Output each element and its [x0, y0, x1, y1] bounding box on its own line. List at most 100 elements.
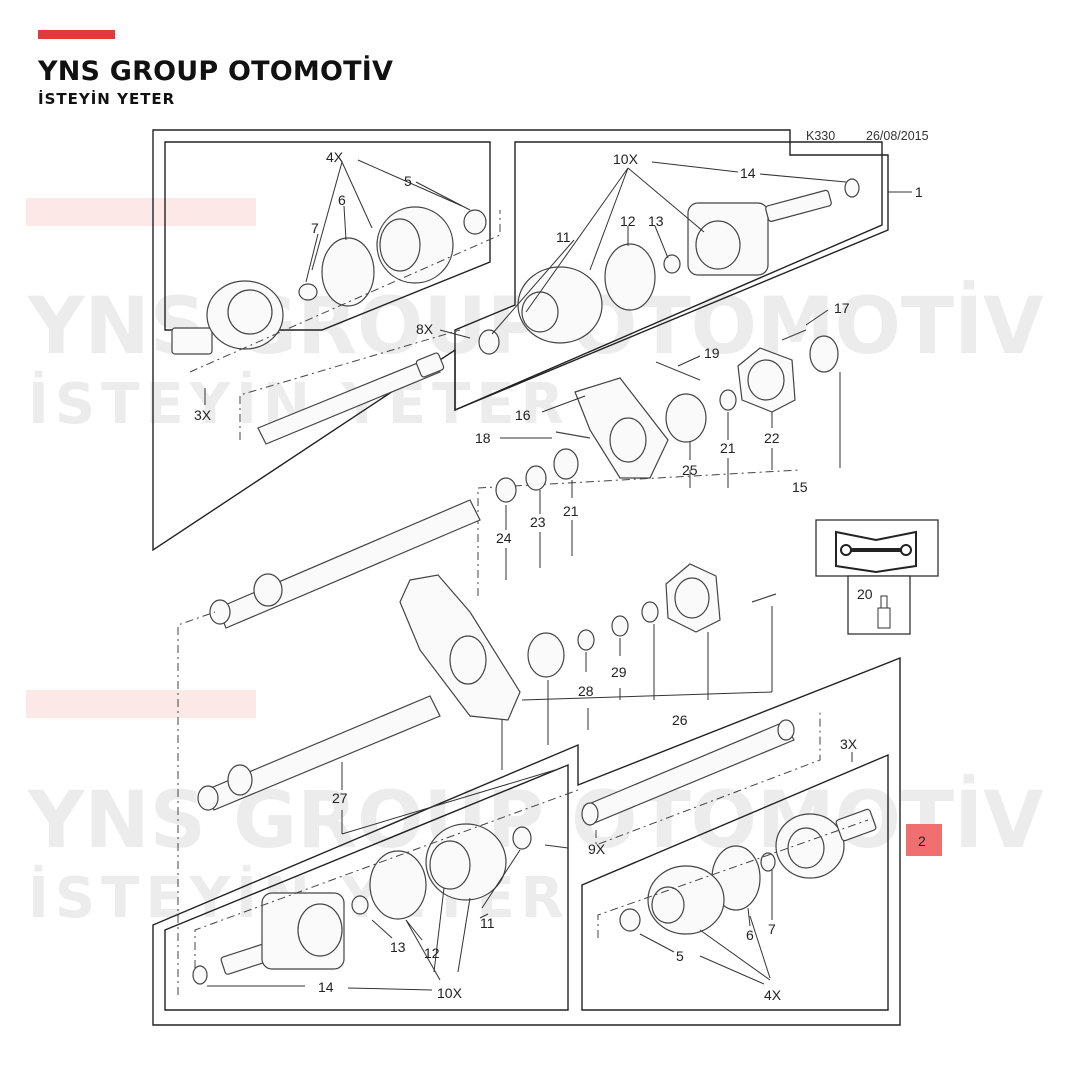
diagram-date: 26/08/2015 — [866, 129, 929, 143]
snap-ring-13-lower — [351, 895, 369, 915]
callout-21-lower: 21 — [563, 503, 579, 519]
snap-ring-23 — [525, 465, 547, 491]
callout-13-upper: 13 — [648, 213, 664, 229]
callout-9x: 9X — [588, 841, 606, 857]
bearing-lower — [527, 632, 565, 678]
bearing-cap-22 — [737, 347, 796, 413]
highlight-marker-2 — [906, 824, 942, 856]
snap-ring-14-upper — [844, 178, 860, 198]
snap-ring-14-lower — [192, 965, 208, 985]
outer-cv-joint-upper — [171, 280, 284, 355]
snap-ring-13-upper — [663, 254, 681, 274]
callout-18: 18 — [475, 430, 491, 446]
dust-seal-upper — [809, 335, 839, 373]
callout-27: 27 — [332, 790, 348, 806]
callout-12-lower: 12 — [424, 945, 440, 961]
snap-ring-7-upper — [298, 283, 318, 301]
callout-21-upper: 21 — [720, 440, 736, 456]
manual-reference-box — [815, 519, 939, 635]
callout-13-lower: 13 — [390, 939, 406, 955]
callout-11-lower: 11 — [480, 915, 495, 931]
callout-4x-upper: 4X — [326, 149, 344, 165]
outer-cv-joint-lower — [775, 808, 877, 879]
callout-6-upper: 6 — [338, 192, 346, 208]
watermark-bar-top — [26, 198, 256, 226]
callout-7-upper: 7 — [311, 220, 319, 236]
callout-6-lower: 6 — [746, 927, 754, 943]
callout-1: 1 — [915, 184, 923, 200]
lower-left-joint-box — [164, 763, 569, 1011]
bolt-17 — [781, 329, 807, 341]
callout-5-upper: 5 — [404, 173, 412, 189]
small-clamp-5-upper — [463, 209, 487, 235]
callout-29: 29 — [611, 664, 627, 680]
intermediate-shaft-upper — [257, 352, 445, 445]
callout-3x-lower: 3X — [840, 736, 858, 752]
drive-shaft-lower — [197, 695, 441, 811]
snap-ring-21-upper — [719, 389, 737, 411]
callout-22: 22 — [764, 430, 780, 446]
bearing-25 — [665, 393, 707, 443]
upper-right-joint-box — [454, 141, 883, 412]
clamp-12-upper — [604, 243, 656, 311]
intermediate-shaft-lower — [581, 719, 795, 826]
bearing-cap-lower — [665, 563, 721, 633]
callout-12-upper: 12 — [620, 213, 636, 229]
brand-accent-bar — [38, 30, 115, 39]
snap-ring-21-lower — [553, 448, 579, 480]
tripod-housing-lower — [220, 892, 345, 975]
bolt-19 — [655, 361, 701, 381]
watermark-bar-bottom — [26, 690, 256, 718]
callout-10x-upper: 10X — [613, 151, 639, 167]
callout-7-lower: 7 — [768, 921, 776, 937]
snap-ring-28 — [577, 629, 595, 651]
upper-assembly-frame — [152, 129, 889, 552]
small-clamp-11-lower — [512, 826, 532, 850]
callout-19: 19 — [704, 345, 720, 361]
lower-right-joint-box — [581, 753, 889, 1011]
clamp-12-lower — [369, 850, 427, 920]
callout-15: 15 — [792, 479, 808, 495]
grease-tube-icon — [877, 595, 891, 629]
drive-shaft-upper — [209, 499, 481, 629]
callout-14-lower: 14 — [318, 979, 334, 995]
wrench-book-icon — [835, 530, 917, 574]
bolt-lower — [751, 593, 777, 603]
tripod-housing-upper — [687, 189, 832, 276]
cv-boot-lower-left — [425, 823, 507, 901]
cv-boot-lower-right — [647, 865, 725, 935]
clamp-6-upper — [321, 237, 375, 307]
callout-3x-upper: 3X — [194, 407, 212, 423]
small-clamp-5-lower — [619, 908, 641, 932]
callout-20: 20 — [857, 586, 873, 602]
bolt-18 — [555, 431, 591, 439]
callout-26: 26 — [672, 712, 688, 728]
brand-tagline: İSTEYİN YETER — [38, 90, 176, 108]
callout-17: 17 — [834, 300, 850, 316]
callout-11-upper: 11 — [556, 229, 571, 245]
diagram-code: K330 — [806, 129, 835, 143]
snap-ring-lower — [641, 601, 659, 623]
callout-2: 2 — [918, 833, 926, 849]
callout-10x-lower: 10X — [437, 985, 463, 1001]
bearing-bracket-16 — [574, 377, 669, 479]
callout-8x: 8X — [416, 321, 434, 337]
lower-assembly-frame — [152, 656, 901, 1026]
upper-left-joint-box — [164, 141, 491, 331]
small-clamp-11-upper — [478, 329, 500, 355]
callout-14-upper: 14 — [740, 165, 756, 181]
callout-23: 23 — [530, 514, 546, 530]
callout-16: 16 — [515, 407, 531, 423]
callout-28: 28 — [578, 683, 594, 699]
snap-ring-29 — [611, 615, 629, 637]
mounting-bracket — [399, 574, 521, 721]
callout-25: 25 — [682, 462, 698, 478]
snap-ring-24 — [495, 477, 517, 503]
callout-5-lower: 5 — [676, 948, 684, 964]
callout-24: 24 — [496, 530, 512, 546]
callout-4x-lower: 4X — [764, 987, 782, 1003]
snap-ring-7-lower — [760, 852, 776, 872]
cv-boot-upper-left — [376, 206, 454, 284]
brand-title: YNS GROUP OTOMOTİV — [38, 56, 394, 87]
